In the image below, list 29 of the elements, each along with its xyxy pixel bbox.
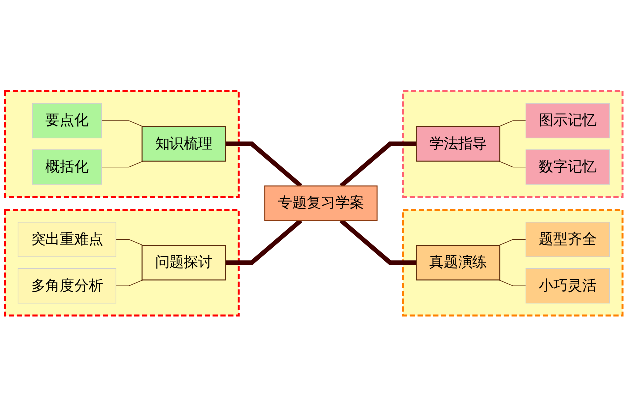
connector <box>102 161 144 168</box>
connector <box>498 161 526 168</box>
connector <box>340 142 416 188</box>
node-box: 知识梳理 <box>142 126 226 162</box>
cluster <box>402 90 624 198</box>
connector <box>226 142 303 188</box>
node-box: 多角度分析 <box>18 268 117 304</box>
node-box: 学法指导 <box>416 126 501 162</box>
connector <box>498 239 526 246</box>
node-box: 数字记忆 <box>526 150 610 185</box>
node-box: 真题演练 <box>416 245 501 281</box>
node-box: 小巧灵活 <box>526 268 610 304</box>
node-box: 突出重难点 <box>18 222 117 258</box>
node-box: 题型齐全 <box>526 222 610 258</box>
node-box: 图示记忆 <box>526 103 610 139</box>
node-box: 要点化 <box>32 103 102 139</box>
connector <box>340 219 416 266</box>
cluster <box>4 90 240 198</box>
node-box: 概括化 <box>32 150 102 185</box>
cluster <box>4 209 240 317</box>
cluster <box>402 209 624 317</box>
connector <box>498 120 526 128</box>
connector <box>116 239 144 246</box>
connector <box>498 280 526 286</box>
node-box: 问题探讨 <box>142 245 226 281</box>
connector <box>116 280 144 286</box>
connector <box>226 219 303 266</box>
connector <box>102 120 144 128</box>
node-box: 专题复习学案 <box>264 186 378 222</box>
